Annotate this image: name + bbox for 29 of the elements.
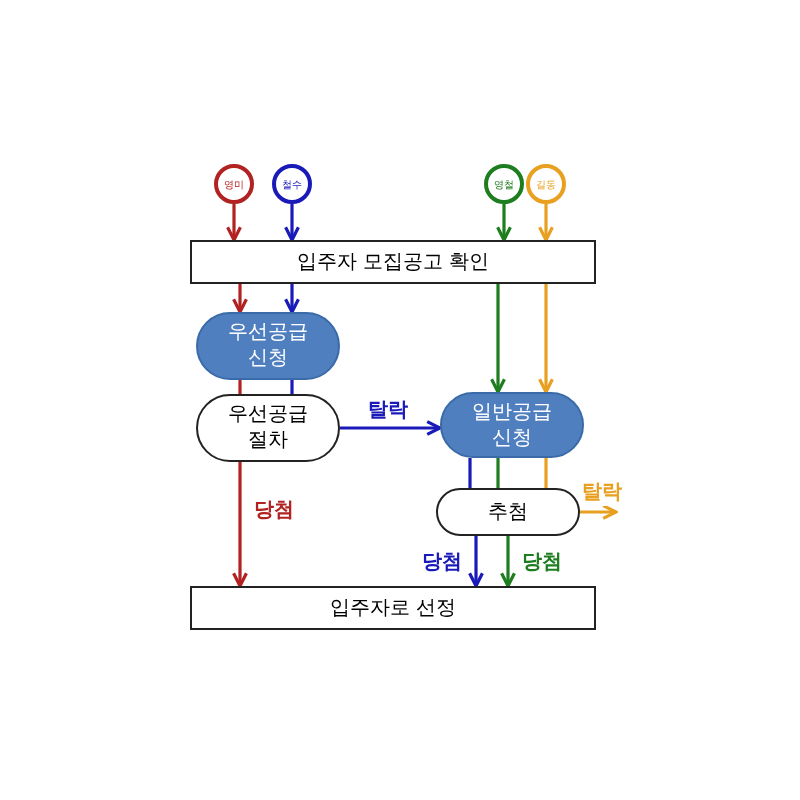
process-box: 입주자 모집공고 확인 <box>190 240 596 284</box>
arrow <box>226 204 242 242</box>
edge-label: 탈락 <box>580 482 624 506</box>
arrow <box>538 284 554 394</box>
edge-label: 당첨 <box>520 552 564 576</box>
connector-line <box>468 458 472 488</box>
edge-label: 탈락 <box>366 400 410 424</box>
arrow <box>538 204 554 242</box>
connector-line <box>544 458 548 488</box>
connector-line <box>238 380 242 394</box>
arrow <box>468 536 484 588</box>
arrow <box>232 462 248 588</box>
process-pill: 일반공급 신청 <box>440 392 584 458</box>
connector-line <box>290 380 294 394</box>
edge-label: 당첨 <box>420 552 464 576</box>
arrow <box>284 204 300 242</box>
process-box: 입주자로 선정 <box>190 586 596 630</box>
arrow <box>490 284 506 394</box>
process-pill: 우선공급 신청 <box>196 312 340 380</box>
arrow <box>284 284 300 314</box>
process-pill: 추첨 <box>436 488 580 536</box>
arrow <box>580 504 618 520</box>
arrow <box>232 284 248 314</box>
arrow <box>496 204 512 242</box>
arrow <box>340 420 442 436</box>
process-pill: 우선공급 절차 <box>196 394 340 462</box>
arrow <box>500 536 516 588</box>
connector-line <box>496 458 500 488</box>
edge-label: 당첨 <box>252 500 296 524</box>
